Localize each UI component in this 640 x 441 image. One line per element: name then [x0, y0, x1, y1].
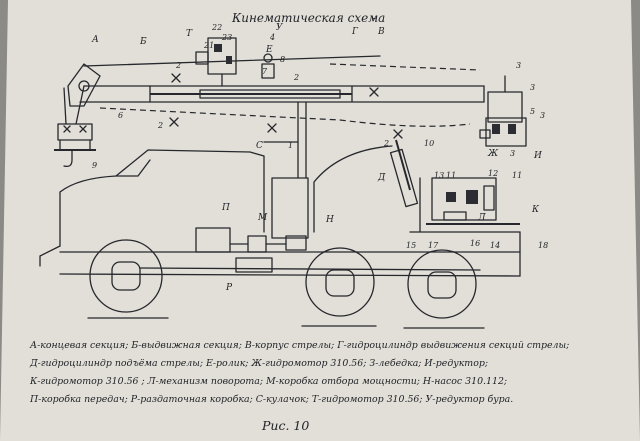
lifting-cylinder-rod — [395, 139, 411, 191]
num-18: 18 — [538, 241, 548, 250]
transmission-units — [195, 227, 307, 273]
front-wheel — [89, 239, 163, 313]
num-13: 13 — [434, 171, 444, 180]
boom-end-section — [67, 63, 101, 107]
label-n: Н — [325, 215, 334, 225]
legend-line-4: П-коробка передач; Р-раздаточная коробка… — [29, 394, 513, 405]
label-t: Т — [186, 29, 193, 39]
num-2b: 2 — [293, 73, 299, 82]
truck-chassis — [39, 145, 521, 277]
num-2a: 2 — [175, 61, 181, 70]
num-5: 5 — [530, 107, 535, 116]
lifting-cylinder-body — [389, 148, 419, 208]
label-p: П — [221, 203, 230, 213]
num-2c: 2 — [157, 121, 163, 130]
num-6: 6 — [118, 111, 123, 120]
label-m: М — [257, 213, 268, 223]
legend-line-2: Д-гидроцилиндр подъёма стрелы; Е-ролик; … — [29, 358, 488, 369]
num-7: 7 — [262, 67, 268, 76]
num-8: 8 — [280, 55, 285, 64]
auger-drive — [195, 37, 275, 87]
num-3c: 3 — [540, 111, 545, 120]
num-2d: 2 — [383, 139, 389, 148]
num-10: 10 — [424, 139, 434, 148]
label-zh: Ж — [487, 149, 499, 159]
label-a: А — [91, 35, 99, 45]
rotation-mechanism — [409, 177, 521, 233]
num-12: 12 — [488, 169, 498, 178]
num-15: 15 — [406, 241, 416, 250]
hook-block-body — [57, 123, 93, 141]
label-l: Л — [477, 213, 486, 223]
extension-cylinder — [199, 89, 341, 99]
transfer-case-r — [235, 257, 273, 273]
label-v: В — [377, 27, 385, 37]
num-9: 9 — [92, 161, 97, 170]
hook — [63, 149, 73, 168]
hook-block — [54, 85, 96, 168]
upper-rope-dashed — [329, 63, 481, 71]
num-22: 22 — [211, 23, 222, 32]
label-s: С — [256, 141, 263, 151]
num-14: 14 — [490, 241, 500, 250]
pump-n — [285, 235, 307, 251]
bearing-symbols — [63, 73, 403, 139]
roller-e — [261, 63, 275, 79]
diagram-title: Кинематическая схема — [231, 11, 385, 25]
legend: А-концевая секция; Б-выдвижная секция; В… — [29, 340, 569, 405]
legend-line-1: А-концевая секция; Б-выдвижная секция; В… — [29, 340, 569, 351]
num-21: 21 — [203, 41, 214, 50]
label-u: У — [276, 23, 284, 33]
label-i: И — [533, 151, 542, 161]
legend-line-3: К-гидромотор 310.56 ; Л-механизм поворот… — [29, 376, 507, 387]
num-11b: 11 — [512, 171, 522, 180]
chassis-frame-bottom — [59, 273, 521, 277]
winch-assembly — [479, 75, 527, 147]
lifting-cylinder — [389, 139, 419, 208]
num-3b: 3 — [530, 83, 535, 92]
label-g: Г — [351, 27, 359, 37]
label-k: К — [531, 205, 540, 215]
superstructure-outline — [313, 145, 393, 233]
num-11a: 11 — [446, 171, 456, 180]
truck-cab — [59, 149, 265, 247]
reducer-housing — [485, 117, 527, 147]
num-16: 16 — [470, 239, 480, 248]
hydromotor-zh — [492, 124, 500, 134]
num-4: 4 — [269, 33, 275, 42]
num-3a: 3 — [516, 61, 521, 70]
cab-window — [115, 159, 151, 177]
num-23: 23 — [221, 33, 232, 42]
cab-rear-box — [271, 177, 309, 239]
middle-wheel — [305, 247, 375, 317]
num-1: 1 — [288, 141, 293, 150]
num-3d: 3 — [510, 149, 515, 158]
num-17: 17 — [428, 241, 439, 250]
label-b: Б — [139, 37, 147, 47]
drive-shaft — [139, 267, 481, 271]
label-d: Д — [377, 173, 386, 183]
label-e: Е — [265, 45, 273, 55]
title-dot: - — [372, 11, 376, 25]
label-r: Р — [225, 283, 233, 293]
reducer-i — [508, 124, 516, 134]
rear-wheel — [407, 249, 477, 319]
figure-caption: Рис. 10 — [261, 418, 309, 433]
wheels — [87, 239, 485, 329]
auger-hydromotor-t — [195, 51, 209, 65]
gearbox-p — [195, 227, 231, 253]
